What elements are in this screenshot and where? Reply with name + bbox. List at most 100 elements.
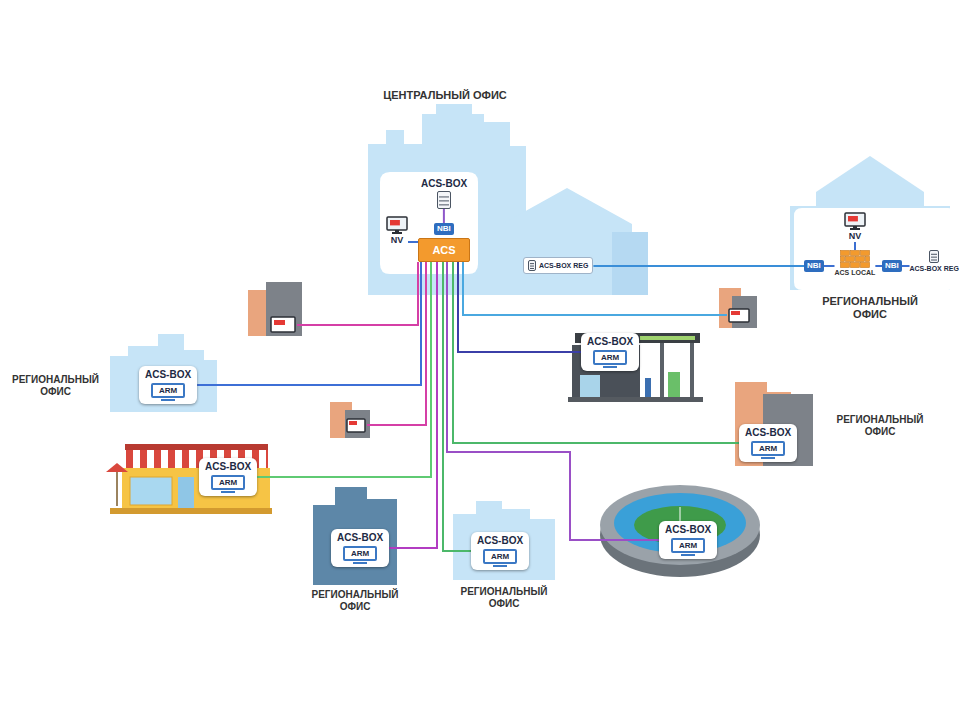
icon-part: [865, 257, 869, 262]
icon-part: [848, 216, 858, 221]
shop-door: [178, 477, 194, 510]
monitor-stand: [221, 491, 235, 493]
icon-part: [439, 204, 449, 205]
office-label: РЕГИОНАЛЬНЫЙ ОФИС: [822, 295, 918, 321]
connector: [854, 242, 856, 250]
arm-label: ARM: [491, 552, 509, 561]
icon-part: [930, 251, 939, 263]
arm-label: ARM: [219, 478, 237, 487]
canopy-stripe: [640, 336, 695, 340]
node-label: ACS-BOX: [205, 461, 251, 472]
node-label: NBI: [437, 224, 451, 233]
acs-box: ACS-BOX ARM: [581, 333, 639, 371]
acs-box: ACS-BOX ARM: [471, 532, 529, 570]
server-icon: [528, 260, 536, 271]
connector: [443, 209, 445, 223]
office-label-holder: РЕГИОНАЛЬНЫЙ ОФИС: [450, 586, 558, 611]
office-building: РЕГИОНАЛЬНЫЙ ОФИСACS-BOXARM: [8, 330, 220, 415]
arm-label: ARM: [351, 549, 369, 558]
arm-label: ARM: [679, 541, 697, 550]
icon-part: [530, 268, 534, 269]
label-slot: NBI: [437, 224, 451, 234]
node-label: ACS: [432, 244, 455, 256]
label-slot: ACS-BOX: [477, 535, 523, 547]
node-label: ACS-BOX: [337, 532, 383, 543]
acs-box-reg: ACS-BOX REG: [523, 257, 593, 274]
nbi-interface: NBI: [804, 260, 824, 272]
arm-monitor: ARM: [151, 383, 185, 398]
office-building: РЕГИОНАЛЬНЫЙ ОФИС ACS-BOX ARM: [450, 498, 558, 615]
ground: [568, 397, 703, 402]
icon-part: [850, 263, 859, 268]
building-outline: [360, 82, 650, 297]
label-slot: ACS: [432, 244, 455, 257]
arm-label: ARM: [759, 444, 777, 453]
label-slot: ACS-BOX: [337, 532, 383, 544]
building-shape: [794, 208, 956, 290]
acs-box-server: ACS-BOX: [421, 178, 467, 209]
acs-box-reg: ACS-BOX REG: [910, 250, 959, 273]
connector: [593, 265, 804, 267]
node-label: ACS-BOX: [665, 524, 711, 535]
office-building: РЕГИОНАЛЬНЫЙ ОФИС ACS-BOX ARM: [733, 378, 938, 468]
umbrella-pole: [116, 472, 118, 506]
label-slot: ACS-BOX: [421, 178, 467, 190]
icon-part: [931, 257, 937, 258]
icon-part: [855, 257, 864, 262]
office-label: РЕГИОНАЛЬНЫЙ ОФИС: [12, 374, 99, 398]
arm-monitor: ARM: [751, 441, 785, 456]
icon-part: [395, 230, 399, 232]
label-slot: NV: [391, 235, 404, 246]
firewall-icon: [840, 250, 870, 268]
arm-label: ARM: [601, 353, 619, 362]
icon-part: [850, 251, 859, 256]
small-building: [345, 410, 370, 438]
node-label: ACS-BOX: [745, 427, 791, 438]
label-slot: ACS-BOX REG: [910, 264, 959, 273]
office-label: РЕГИОНАЛЬНЫЙ ОФИС: [837, 414, 924, 438]
acs-local: ACS LOCAL: [835, 250, 876, 277]
office-building: ЦЕНТРАЛЬНЫЙ ОФИС ACS-BOX NBI ACS NV ACS-BOX R…: [360, 82, 650, 297]
acs-box: ACS-BOX ARM: [659, 521, 717, 559]
label-slot: ACS-BOX: [205, 461, 251, 473]
node-label: NBI: [885, 261, 899, 270]
nv-monitor: NV: [844, 212, 866, 242]
node-label: ACS-BOX: [421, 178, 467, 189]
person: [645, 378, 651, 397]
stadium-rim: [600, 485, 760, 565]
icon-part: [439, 200, 449, 201]
monitor-logo: [274, 320, 285, 325]
monitor-logo: [731, 311, 740, 315]
building-shape: [453, 501, 555, 580]
office-label-holder: ЦЕНТРАЛЬНЫЙ ОФИС: [360, 85, 530, 103]
server-icon: [929, 250, 939, 263]
arm-monitor: ARM: [211, 475, 245, 490]
icon-part: [840, 251, 849, 256]
monitor-icon: [386, 216, 408, 234]
monitor-logo: [349, 421, 357, 425]
arm-monitor: ARM: [671, 538, 705, 553]
small-building: [266, 282, 302, 336]
node-label: NV: [391, 235, 404, 245]
icon-part: [438, 192, 451, 209]
icon-part: [529, 261, 536, 271]
icon-part: [530, 266, 534, 267]
monitor-icon: [844, 212, 866, 230]
connector: [902, 265, 910, 267]
canopy-post: [660, 343, 664, 397]
office-label-holder: РЕГИОНАЛЬНЫЙ ОФИС: [305, 589, 405, 614]
nv-monitor: NV: [386, 216, 408, 246]
office-label: РЕГИОНАЛЬНЫЙ ОФИС: [461, 586, 548, 610]
monitor-icon: [271, 317, 295, 332]
label-slot: ACS-BOX: [587, 336, 633, 348]
icon-part: [850, 228, 860, 230]
office-label-holder: РЕГИОНАЛЬНЫЙ ОФИС: [8, 374, 103, 399]
label-slot: ACS-BOX: [665, 524, 711, 536]
arm-monitor: ARM: [593, 350, 627, 365]
office-label: ЦЕНТРАЛЬНЫЙ ОФИС: [383, 89, 507, 102]
connector: [408, 241, 418, 243]
monitor-stand: [493, 565, 507, 567]
acs-box: ACS-BOX ARM: [739, 424, 797, 462]
nbi-interface: NBI: [434, 223, 454, 235]
acs-firewall: ACS: [418, 238, 470, 262]
